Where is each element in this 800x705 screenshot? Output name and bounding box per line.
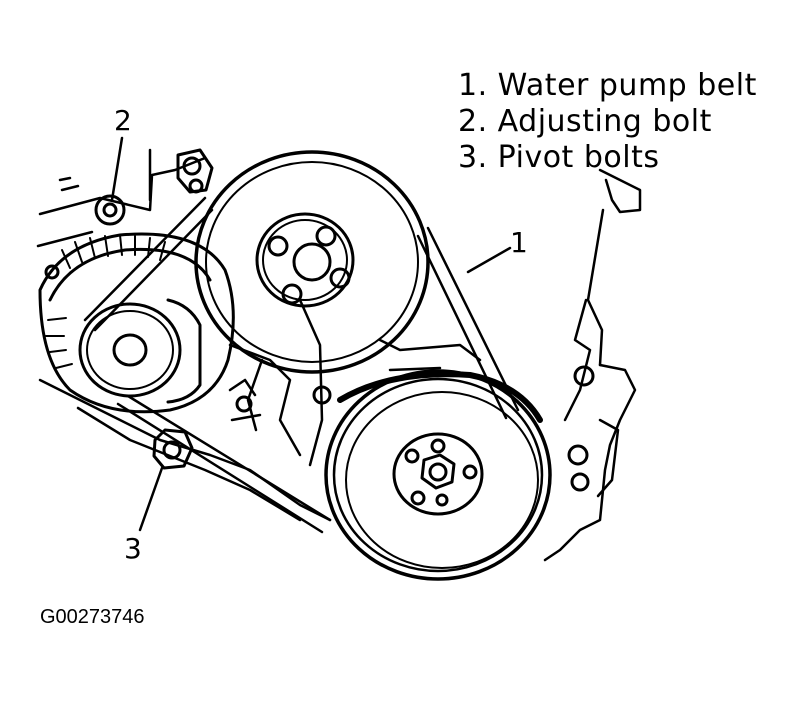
legend-text: Pivot bolts [497, 140, 660, 175]
leader-belt [466, 246, 512, 274]
figure-id: G00273746 [40, 606, 145, 628]
legend-number: 1. [458, 68, 488, 103]
leader-adjusting-bolt [110, 136, 124, 202]
pivot-bolt [152, 428, 194, 470]
legend-number: 3. [458, 140, 488, 175]
leader-pivot-bolts [138, 466, 164, 532]
water-pump-pulley [194, 150, 430, 374]
water-pump-belt [83, 196, 520, 534]
legend-item-2: 2. Adjusting bolt [458, 104, 757, 140]
legend-number: 2. [458, 104, 488, 139]
legend-text: Water pump belt [497, 68, 757, 103]
legend-item-3: 3. Pivot bolts [458, 140, 757, 176]
top-bracket [176, 148, 214, 194]
legend: 1. Water pump belt 2. Adjusting bolt 3. … [458, 68, 757, 176]
legend-item-1: 1. Water pump belt [458, 68, 757, 104]
callout-pivot-bolts: 3 [124, 532, 142, 565]
callout-adjusting-bolt: 2 [114, 104, 132, 137]
leader-lines [110, 136, 512, 532]
engine-block [36, 148, 642, 562]
right-bolts [235, 365, 595, 492]
crankshaft-pulley [324, 369, 552, 581]
alternator-pulley [78, 298, 202, 404]
legend-text: Adjusting bolt [497, 104, 712, 139]
callout-belt: 1 [510, 226, 528, 259]
